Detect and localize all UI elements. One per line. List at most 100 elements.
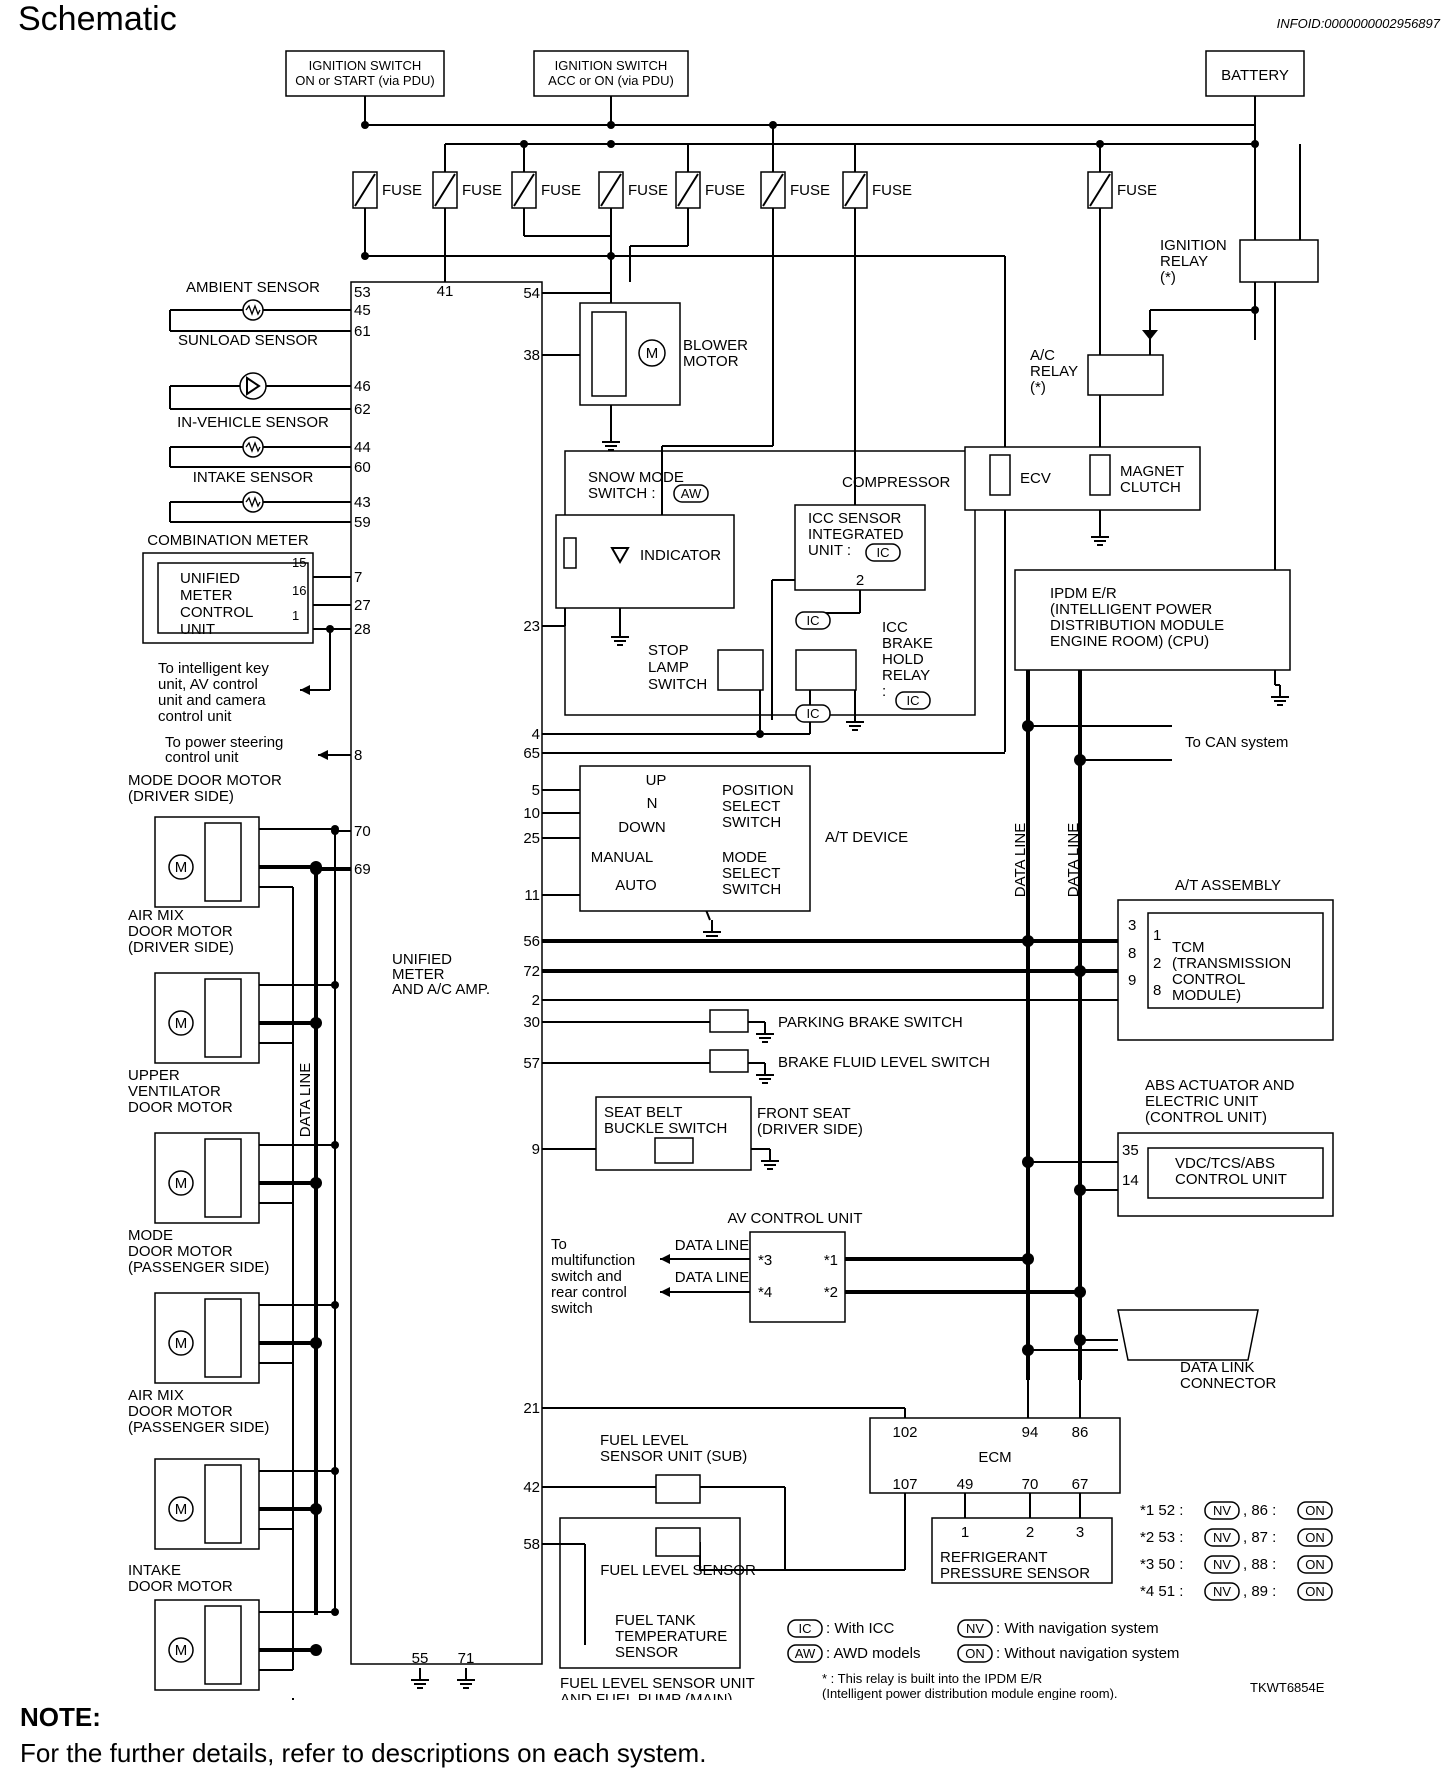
ecm-pin: 49 (957, 1476, 974, 1493)
ecm-pin: 94 (1022, 1424, 1039, 1441)
blower-motor-label: MOTOR (683, 353, 739, 370)
tcm-label: TCM (1172, 939, 1205, 956)
ecm-pin: 102 (892, 1424, 917, 1441)
ignition-relay-box (1239, 239, 1319, 283)
star-note-code (1204, 1555, 1240, 1574)
tcm-pin: 3 (1128, 917, 1136, 934)
snow-mode-code: AW (681, 486, 702, 501)
meter-pin: 1 (292, 608, 299, 623)
door-motor-label: MODE DOOR MOTOR (128, 772, 282, 789)
amp-pin: 56 (523, 933, 540, 950)
meter-pin: 15 (292, 555, 306, 570)
amp-pin: 42 (523, 1479, 540, 1496)
icc-code: IC (807, 706, 820, 721)
junction-dot (310, 1017, 322, 1029)
magnet-clutch-label: CLUTCH (1120, 479, 1181, 496)
star-note: *4 51 : (1140, 1583, 1183, 1600)
unified-meter-ac-amp-label: UNIFIED (392, 951, 452, 968)
indicator-label: INDICATOR (640, 547, 721, 564)
fuel-level-sensor-sub (655, 1474, 701, 1504)
icc-code (795, 704, 831, 723)
motor-icon: M (175, 859, 188, 876)
tcm-pin: 9 (1128, 972, 1136, 989)
unified-meter-control-unit-label: METER (180, 587, 233, 604)
battery-label: BATTERY (1221, 67, 1289, 84)
star-note-code: ON (1305, 1530, 1325, 1545)
motor-icon (168, 1010, 194, 1036)
star-note-code: NV (1213, 1503, 1231, 1518)
amp-pin: 7 (354, 569, 362, 586)
junction-dot (769, 121, 777, 129)
vdc-control-unit-label: CONTROL UNIT (1175, 1171, 1287, 1188)
thermistor-icon (245, 304, 261, 316)
data-link-connector-label: DATA LINK (1180, 1359, 1254, 1376)
data-link-connector-label: CONNECTOR (1180, 1375, 1277, 1392)
blower-motor-icon: M (646, 345, 659, 362)
multifunction-switch-note: rear control (551, 1284, 627, 1301)
icc-brake-hold-relay-label: HOLD (882, 651, 924, 668)
data-line-label: DATA LINE (1012, 823, 1029, 897)
tcm-pin: 8 (1153, 982, 1161, 999)
ac-relay-label: (*) (1030, 379, 1046, 396)
amp-pin: 71 (458, 1650, 475, 1667)
legend-text: : With ICC (826, 1620, 895, 1637)
fuse-label: FUSE (462, 182, 502, 199)
amp-pin: 4 (532, 726, 540, 743)
fuse-label: FUSE (541, 182, 581, 199)
av-pin: *2 (824, 1284, 838, 1301)
icc-sensor-box (794, 504, 926, 591)
door-motor-label: (PASSENGER SIDE) (128, 1419, 269, 1436)
icc-brake-hold-relay-label: BRAKE (882, 635, 933, 652)
sunload-sensor-icon (239, 372, 267, 400)
icc-pin: 2 (856, 572, 864, 589)
legend-code: NV (966, 1621, 984, 1636)
junction-dot (1074, 754, 1086, 766)
multifunction-switch-note: multifunction (551, 1252, 635, 1269)
data-line-label: DATA LINE (297, 1063, 314, 1137)
sunload-sensor-label: SUNLOAD SENSOR (178, 332, 318, 349)
fuel-level-sensor (655, 1527, 701, 1557)
battery-box (1205, 50, 1305, 97)
av-pin: *1 (824, 1252, 838, 1269)
abs-pin: 14 (1122, 1172, 1139, 1189)
amp-pin: 53 (354, 284, 371, 301)
motor-drive (204, 822, 242, 902)
fuse-element (434, 173, 456, 207)
amp-pin: 58 (523, 1536, 540, 1553)
junction-dot (310, 863, 322, 875)
star-note-code (1204, 1582, 1240, 1601)
fuse-element (354, 173, 376, 207)
arrow (660, 1254, 670, 1264)
ignition-relay-label: IGNITION (1160, 237, 1227, 254)
seat-belt-buckle-switch-label: BUCKLE SWITCH (604, 1120, 727, 1137)
motor-icon: M (175, 1642, 188, 1659)
av-pin: *4 (758, 1284, 772, 1301)
meter-pin: 16 (292, 583, 306, 598)
at-position: MANUAL (591, 849, 654, 866)
amp-pin: 9 (532, 1141, 540, 1158)
junction-dot (1074, 1334, 1086, 1346)
motor-icon (168, 1637, 194, 1663)
arrow (318, 750, 328, 760)
amp-pin: 70 (354, 823, 371, 840)
ipdm-er-label: (INTELLIGENT POWER (1050, 601, 1212, 618)
data-line-label: DATA LINE (1065, 823, 1082, 897)
legend-text: : With navigation system (996, 1620, 1159, 1637)
av-control-unit-box (749, 1231, 846, 1323)
thermistor-icon (245, 441, 261, 453)
data-line-label: DATA LINE (675, 1237, 749, 1254)
tcm-label: (TRANSMISSION (1172, 955, 1291, 972)
position-select-switch-label: POSITION (722, 782, 794, 799)
ambient-sensor-label: AMBIENT SENSOR (186, 279, 320, 296)
ipdm-er-label: ENGINE ROOM) (CPU) (1050, 633, 1209, 650)
junction-dot (361, 252, 369, 260)
motor-icon (168, 854, 194, 880)
unified-meter-control-unit-label: CONTROL (180, 604, 253, 621)
amp-pin: 62 (354, 401, 371, 418)
note-text: For the further details, refer to descri… (20, 1738, 707, 1768)
fuel-level-sensor-label: FUEL LEVEL SENSOR (600, 1562, 756, 1579)
legend-code: ON (965, 1646, 985, 1661)
junction-dot (1022, 1156, 1034, 1168)
amp-pin: 61 (354, 323, 371, 340)
